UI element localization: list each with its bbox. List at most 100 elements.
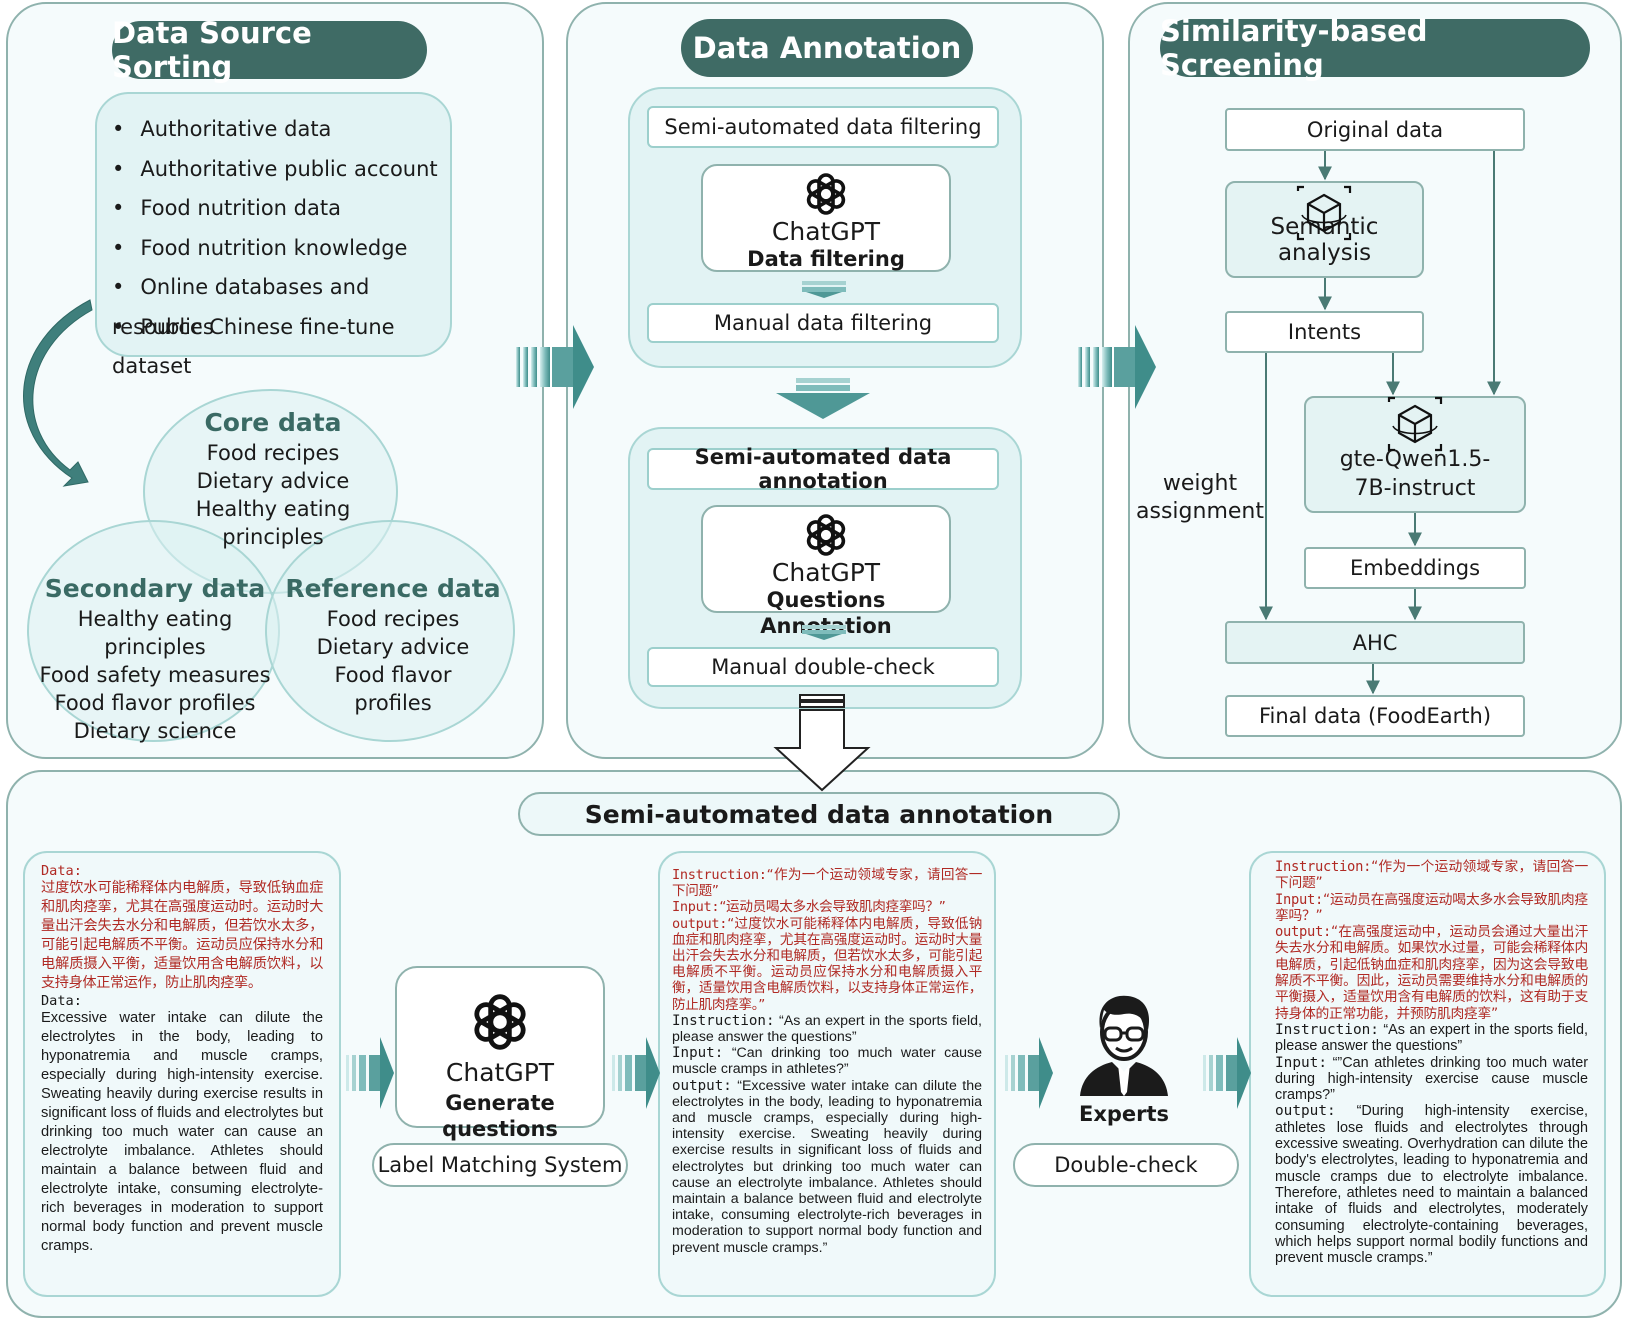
- data-label-en: Data:: [41, 993, 82, 1009]
- data-text-cn: 过度饮水可能稀释体内电解质，导致低钠血症和肌肉痉挛，尤其在高强度运动时。运动时大…: [41, 880, 323, 991]
- field-value: “运动员喝太多水会导致肌肉痉挛吗？”: [719, 899, 946, 916]
- model-name-line2: 7B-instruct: [1354, 476, 1476, 501]
- right-arrow-icon: [1005, 1037, 1053, 1109]
- secondary-data-item: Food safety measures: [39, 663, 271, 687]
- reference-data-text: Reference data Food recipes Dietary advi…: [278, 573, 508, 717]
- field-label: output:: [672, 1077, 732, 1094]
- field-value: “在高强度运动中，运动员会通过大量出汗失去水分和电解质。如果饮水过量，可能会稀释…: [1275, 924, 1588, 1022]
- right-arrow-icon: [612, 1037, 660, 1109]
- weight-assignment-label: weight assignment: [1132, 470, 1268, 526]
- curved-arrow-icon: [23, 299, 93, 487]
- field-label: output:: [672, 915, 728, 932]
- field-label: Input:: [672, 1045, 724, 1062]
- core-data-item: Dietary advice: [196, 469, 350, 493]
- field-value: “Excessive water intake can dilute the e…: [672, 1077, 982, 1256]
- qa-input-en: Input: “Can drinking too much water caus…: [672, 1045, 982, 1077]
- reference-data-item: profiles: [354, 691, 432, 715]
- field-value: “作为一个运动领域专家，请回答一下问题”: [1275, 859, 1588, 892]
- reference-data-item: Food flavor: [334, 663, 452, 687]
- source-item: Authoritative data: [112, 110, 452, 150]
- hollow-down-arrow-icon: [773, 694, 871, 792]
- manual-filtering-box: Manual data filtering: [647, 303, 999, 343]
- source-item: Public Chinese fine-tune dataset: [112, 308, 452, 379]
- chatgpt-task: Data filtering: [747, 247, 905, 271]
- reference-data-title: Reference data: [285, 574, 501, 603]
- field-value: “Can drinking too much water cause muscl…: [672, 1045, 982, 1078]
- field-label: output:: [1275, 1103, 1336, 1120]
- chatgpt-logo-icon: [806, 514, 846, 556]
- ahc-box: AHC: [1225, 621, 1525, 664]
- experts-label: Experts: [1078, 1102, 1170, 1126]
- assignment-line: assignment: [1136, 499, 1264, 524]
- field-label: Instruction:: [1275, 859, 1372, 875]
- secondary-data-title: Secondary data: [44, 574, 266, 603]
- semi-automated-annotation-box: Semi-automated data annotation: [647, 445, 999, 493]
- right-arrow-icon: [516, 325, 594, 409]
- chatgpt-logo-icon: [474, 994, 526, 1050]
- 3d-box-scan-icon: [1387, 396, 1443, 452]
- qa-input-en: Input: “”Can athletes drinking too much …: [1275, 1055, 1588, 1104]
- qa-instruction-en: Instruction: “As an expert in the sports…: [1275, 1022, 1588, 1055]
- chatgpt-filtering-card: ChatGPT Data filtering: [701, 164, 951, 272]
- generated-qa-panel: Instruction:“作为一个运动领域专家，请回答一下问题” Input:“…: [658, 851, 996, 1297]
- core-data-text: Core data Food recipes Dietary advice He…: [153, 407, 393, 551]
- embedding-model-box: gte-Qwen1.5- 7B-instruct: [1304, 396, 1526, 513]
- chatgpt-name: ChatGPT: [771, 558, 881, 587]
- reference-data-item: Food recipes: [326, 607, 460, 631]
- qa-input-cn: Input:“运动员喝太多水会导致肌肉痉挛吗？”: [672, 899, 982, 915]
- field-label: Input:: [1275, 891, 1324, 908]
- original-data-box: Original data: [1225, 108, 1525, 151]
- qa-instruction-cn: Instruction:“作为一个运动领域专家，请回答一下问题”: [1275, 859, 1588, 892]
- core-data-title: Core data: [204, 408, 342, 437]
- 3d-box-scan-icon: [1296, 185, 1352, 241]
- expert-person-icon: [1080, 995, 1168, 1096]
- double-check-label: Double-check: [1013, 1143, 1239, 1187]
- source-data-panel: Data: 过度饮水可能稀释体内电解质，导致低钠血症和肌肉痉挛，尤其在高强度运动…: [23, 851, 341, 1297]
- semi-automated-filtering-box: Semi-automated data filtering: [647, 106, 999, 148]
- field-value: “During high-intensity exercise, athlete…: [1275, 1103, 1589, 1267]
- qa-instruction-en: Instruction: “As an expert in the sports…: [672, 1013, 982, 1045]
- field-label: Instruction:: [1275, 1021, 1379, 1038]
- chatgpt-name: ChatGPT: [771, 217, 881, 246]
- embeddings-box: Embeddings: [1304, 547, 1526, 589]
- field-label: output:: [1275, 924, 1332, 941]
- chatgpt-annotation-card: ChatGPT Questions Annotation: [701, 505, 951, 638]
- manual-double-check-box: Manual double-check: [647, 647, 999, 687]
- field-label: Instruction:: [672, 1012, 775, 1029]
- field-label: Input:: [1275, 1054, 1327, 1071]
- core-data-item: Healthy eating: [195, 497, 351, 521]
- source-item: Food nutrition data: [112, 189, 452, 229]
- qa-output-en: output: “Excessive water intake can dilu…: [672, 1078, 982, 1256]
- data-annotation-title: Data Annotation: [681, 19, 973, 77]
- final-data-box: Final data (FoodEarth): [1225, 695, 1525, 737]
- source-item: Food nutrition knowledge: [112, 229, 452, 269]
- right-arrow-icon: [1078, 325, 1156, 409]
- down-arrow-icon: [802, 281, 846, 298]
- reference-data-item: Dietary advice: [316, 635, 470, 659]
- model-name-line1: gte-Qwen1.5-: [1339, 447, 1491, 472]
- qa-output-cn: output:“在高强度运动中，运动员会通过大量出汗失去水分和电解质。如果饮水过…: [1275, 924, 1588, 1022]
- screening-title: Similarity-based Screening: [1160, 14, 1590, 82]
- secondary-data-item: Food flavor profiles: [54, 691, 256, 715]
- chatgpt-logo-icon: [806, 173, 846, 215]
- core-data-item: principles: [222, 525, 324, 549]
- bottom-title: Semi-automated data annotation: [518, 792, 1120, 836]
- secondary-data-item: Dietary science: [73, 719, 237, 743]
- chatgpt-generate-card: ChatGPT Generate questions: [395, 966, 605, 1141]
- field-value: “过度饮水可能稀释体内电解质，导致低钠血症和肌肉痉挛，尤其在高强度运动时。运动时…: [672, 915, 982, 1013]
- field-value: “As an expert in the sports field, pleas…: [672, 1012, 982, 1046]
- data-text-en: Excessive water intake can dilute the el…: [41, 1010, 323, 1254]
- chatgpt-task: Generate questions: [442, 1091, 558, 1141]
- qa-output-en: output: “During high-intensity exercise,…: [1275, 1103, 1588, 1266]
- right-arrow-icon: [1203, 1037, 1251, 1109]
- qa-instruction-cn: Instruction:“作为一个运动领域专家，请回答一下问题”: [672, 867, 982, 899]
- field-value: “As an expert in the sports field, pleas…: [1275, 1021, 1589, 1055]
- field-label: Instruction:: [672, 867, 767, 883]
- field-value: “作为一个运动领域专家，请回答一下问题”: [672, 867, 982, 900]
- secondary-data-text: Secondary data Healthy eating principles…: [30, 573, 280, 745]
- field-value: “”Can athletes drinking too much water d…: [1275, 1054, 1588, 1104]
- field-label: Input:: [672, 899, 720, 916]
- field-value: “运动员在高强度运动喝太多水会导致肌肉痉挛吗？”: [1275, 891, 1588, 924]
- weight-line: weight: [1162, 471, 1238, 496]
- reference-data-circle: [265, 520, 515, 742]
